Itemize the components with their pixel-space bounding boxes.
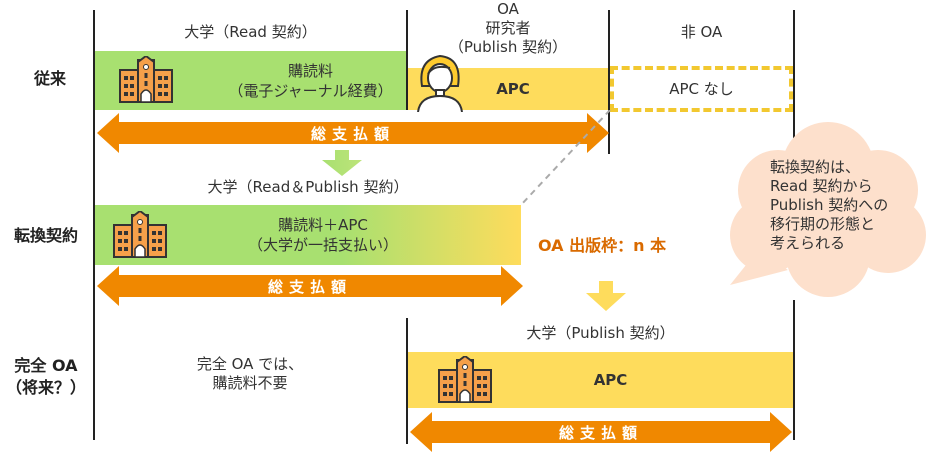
full-oa-note-line1: 完全 OA では、 [196, 355, 304, 373]
no-apc-box: APC なし [610, 66, 793, 112]
transition-down-arrow-icon [586, 281, 626, 311]
university-building-icon [119, 56, 173, 103]
apc-bar-label: APC [496, 80, 530, 98]
subscription-apc-line2: （大学が一括支払い） [247, 236, 398, 254]
publish-apc-label: APC [593, 371, 628, 389]
oa-header-line1: OA [497, 0, 519, 18]
callout-cloud [730, 122, 926, 297]
oa-header-line2: 研究者 [485, 19, 531, 37]
university-read-header: 大学（Read 契約） [184, 23, 317, 41]
university-rp-header: 大学（Read＆Publish 契約） [207, 178, 409, 196]
subscription-apc-line1: 購読料＋APC [278, 216, 368, 234]
total-payment-arrow-traditional: 総支払額 [97, 113, 609, 153]
divider-right [793, 10, 795, 154]
oa-publishing-quota: OA 出版枠：n 本 [538, 236, 667, 255]
divider-oa-right [608, 10, 610, 154]
total-payment-label: 総支払額 [267, 277, 352, 296]
total-payment-label: 総支払額 [310, 124, 395, 143]
row-label-full-oa: 完全 OA （将来？） [5, 356, 86, 397]
total-payment-arrow-full-oa: 総支払額 [410, 412, 792, 452]
transition-down-arrow-icon [322, 150, 362, 176]
oa-header-line3: （Publish 契約） [448, 38, 568, 56]
subscription-bar-line2: （電子ジャーナル経費） [228, 81, 393, 100]
divider-publish-left [406, 318, 408, 444]
university-building-icon [113, 211, 167, 258]
total-payment-label: 総支払額 [558, 423, 643, 442]
divider-right-lower [793, 300, 795, 440]
row-label-traditional: 従来 [33, 69, 66, 88]
total-payment-arrow-transformative: 総支払額 [97, 266, 523, 306]
subscription-bar-line1: 購読料 [287, 61, 333, 80]
divider-oa-left [406, 10, 408, 110]
no-apc-label: APC なし [669, 80, 734, 98]
oa-researcher-header: OA 研究者 （Publish 契約） [408, 0, 608, 57]
university-building-icon [438, 356, 492, 403]
row-label-transformative: 転換契約 [13, 226, 78, 245]
callout-text: 転換契約は、 Read 契約から Publish 契約への 移行期の形態と 考え… [770, 158, 889, 252]
university-publish-header: 大学（Publish 契約） [526, 324, 675, 342]
full-oa-note: 完全 OA では、 購読料不要 [150, 355, 350, 393]
researcher-avatar-icon [417, 54, 463, 112]
divider-left [93, 10, 95, 440]
full-oa-note-line2: 購読料不要 [212, 374, 288, 392]
dashed-connector-line [520, 110, 611, 207]
non-oa-header: 非 OA [680, 23, 723, 41]
